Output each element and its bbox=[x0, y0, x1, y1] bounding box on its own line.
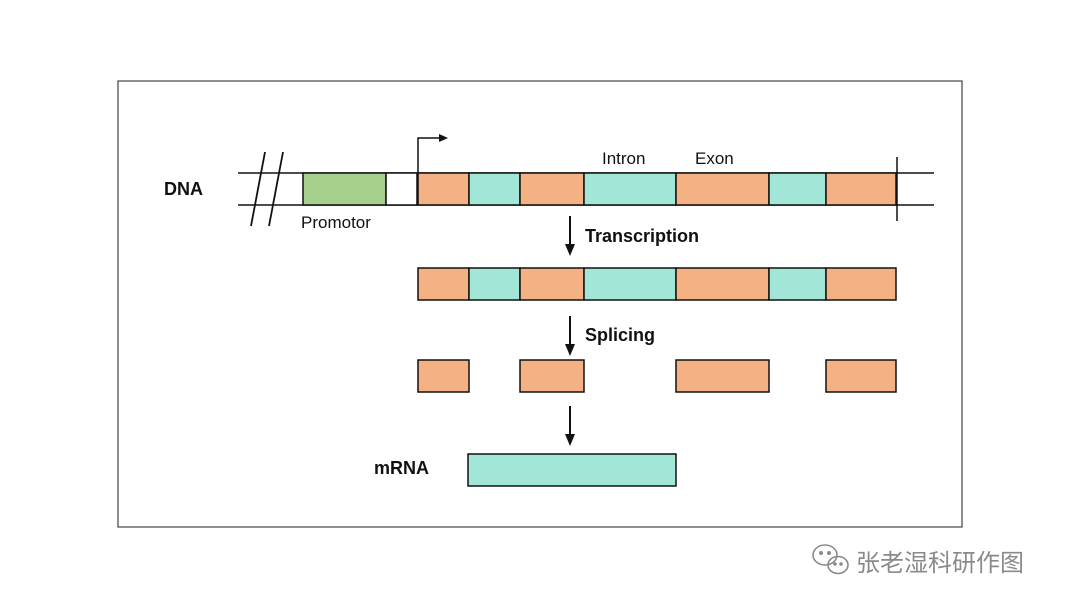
pre-mrna-exon-7 bbox=[825, 267, 897, 301]
dna-exon-7 bbox=[825, 172, 897, 206]
watermark: 张老湿科研作图 bbox=[812, 544, 1024, 577]
dna-gene-segments bbox=[417, 172, 897, 206]
spliced-exon-5 bbox=[675, 359, 770, 393]
pre-mrna-segments bbox=[417, 267, 897, 301]
diagram-frame bbox=[117, 80, 963, 528]
spacer-box bbox=[385, 172, 418, 206]
pre-mrna-intron-2 bbox=[468, 267, 521, 301]
break-mark-icon bbox=[250, 151, 284, 227]
spliced-exon-segments bbox=[417, 359, 897, 393]
dna-exon-3 bbox=[519, 172, 585, 206]
promoter-label: Promotor bbox=[301, 213, 371, 232]
exon-label: Exon bbox=[695, 149, 734, 168]
pre-mrna-exon-3 bbox=[519, 267, 585, 301]
mrna-label: mRNA bbox=[374, 458, 429, 478]
watermark-text: 张老湿科研作图 bbox=[856, 549, 1024, 577]
intron-label: Intron bbox=[602, 149, 645, 168]
dna-exon-5 bbox=[675, 172, 770, 206]
dna-intron-6 bbox=[768, 172, 827, 206]
pre-mrna-exon-5 bbox=[675, 267, 770, 301]
dna-intron-2 bbox=[468, 172, 521, 206]
dna-label: DNA bbox=[164, 179, 203, 199]
transcription-start-arrow-icon bbox=[417, 134, 448, 173]
translation-arrow-icon bbox=[565, 406, 575, 446]
splicing-label: Splicing bbox=[585, 325, 655, 345]
dna-intron-4 bbox=[583, 172, 677, 206]
wechat-icon bbox=[812, 544, 849, 575]
mrna-bar bbox=[467, 453, 677, 487]
splicing-arrow-icon bbox=[565, 316, 575, 356]
spliced-exon-7 bbox=[825, 359, 897, 393]
pre-mrna-intron-6 bbox=[768, 267, 827, 301]
transcription-label: Transcription bbox=[585, 226, 699, 246]
spliced-exon-3 bbox=[519, 359, 585, 393]
pre-mrna-intron-4 bbox=[583, 267, 677, 301]
promoter-box bbox=[302, 172, 387, 206]
spliced-exon-1 bbox=[417, 359, 470, 393]
dna-exon-1 bbox=[417, 172, 470, 206]
pre-mrna-exon-1 bbox=[417, 267, 470, 301]
transcription-arrow-icon bbox=[565, 216, 575, 256]
